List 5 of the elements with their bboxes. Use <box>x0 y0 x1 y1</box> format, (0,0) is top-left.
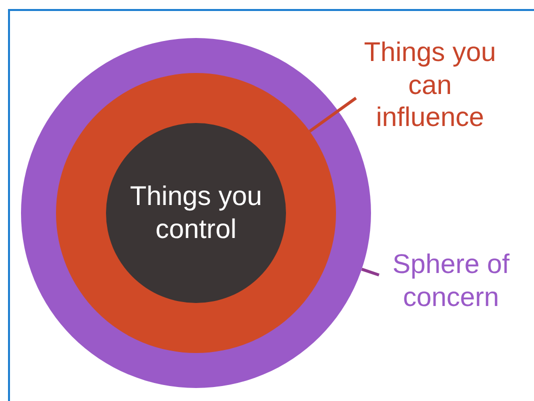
leader-line <box>308 96 357 132</box>
leader-line <box>361 268 380 276</box>
circle-label: Things you control <box>128 180 264 246</box>
callout-label: Things you can influence <box>362 36 498 134</box>
callout-label: Sphere of concern <box>391 248 511 314</box>
